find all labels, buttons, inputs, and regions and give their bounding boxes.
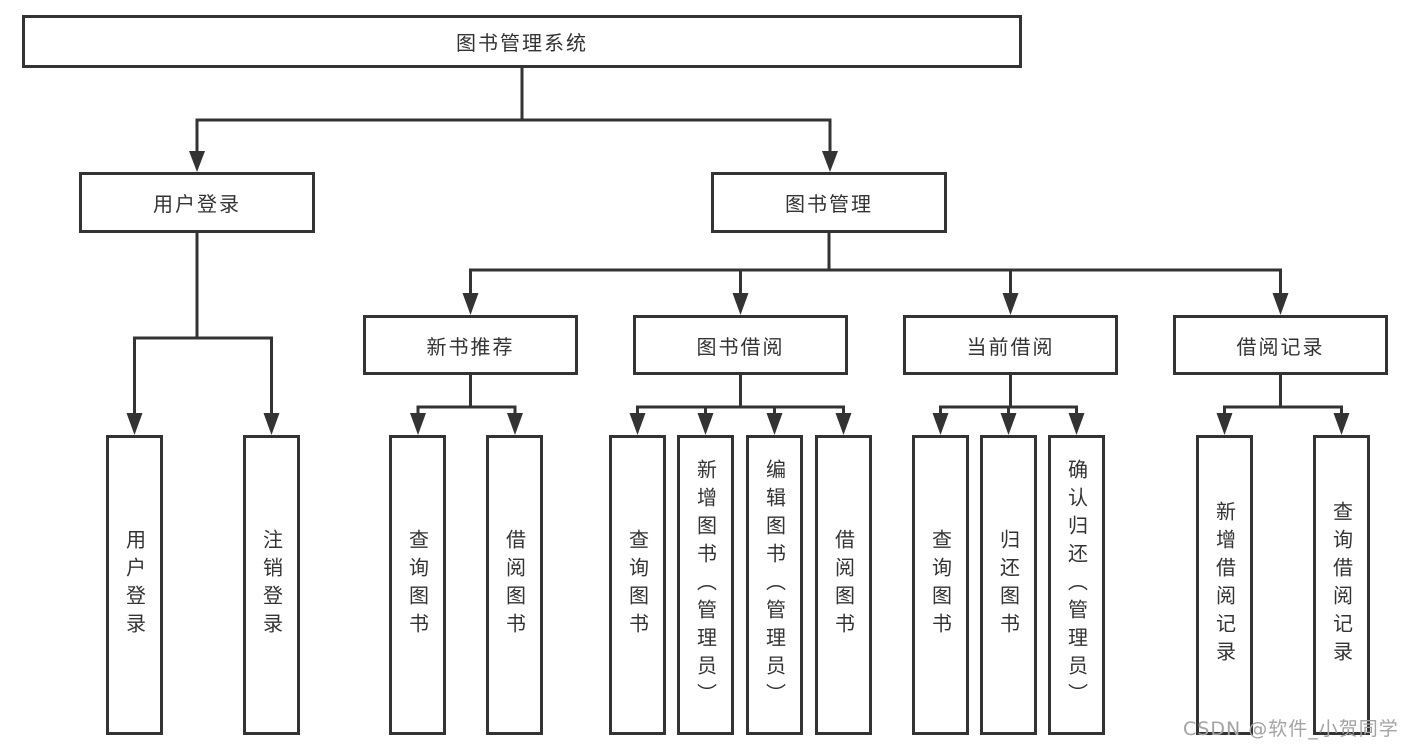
leaf-user-login: 用户登录	[106, 435, 163, 735]
leaf-query-books-recommend: 查询图书	[389, 435, 446, 735]
node-label: 新增借阅记录	[1212, 501, 1237, 669]
node-borrowing-records: 借阅记录	[1173, 315, 1388, 375]
node-label: 编辑图书（管理员）	[762, 459, 787, 711]
node-label: 当前借阅	[966, 334, 1055, 359]
node-label: 图书管理	[785, 192, 873, 216]
node-new-book-recommend: 新书推荐	[363, 315, 578, 375]
node-book-management: 图书管理	[711, 172, 947, 233]
node-label: 查询图书	[625, 529, 650, 641]
node-label: 图书管理系统	[456, 31, 588, 55]
node-label: 用户登录	[153, 192, 241, 216]
node-label: 新增图书（管理员）	[693, 459, 718, 711]
leaf-edit-books-admin: 编辑图书（管理员）	[746, 435, 803, 735]
node-book-borrowing: 图书借阅	[633, 315, 848, 375]
leaf-add-books-admin: 新增图书（管理员）	[677, 435, 734, 735]
csdn-watermark: CSDN @软件_小贺同学	[1183, 718, 1399, 740]
leaf-return-books: 归还图书	[980, 435, 1037, 735]
leaf-add-borrow-record: 新增借阅记录	[1196, 435, 1253, 735]
node-label: 归还图书	[996, 529, 1021, 641]
leaf-borrow-books-recommend: 借阅图书	[486, 435, 543, 735]
node-label: 确认归还（管理员）	[1064, 459, 1089, 711]
node-label: 查询图书	[405, 529, 430, 641]
leaf-query-books-borrow: 查询图书	[609, 435, 666, 735]
leaf-logout: 注销登录	[243, 435, 300, 735]
leaf-query-books-current: 查询图书	[912, 435, 969, 735]
node-label: 用户登录	[122, 529, 147, 641]
leaf-borrow-books: 借阅图书	[815, 435, 872, 735]
node-label: 查询图书	[928, 529, 953, 641]
node-user-login: 用户登录	[79, 172, 315, 233]
leaf-confirm-return-admin: 确认归还（管理员）	[1048, 435, 1105, 735]
node-label: 借阅图书	[831, 529, 856, 641]
node-library-management-system: 图书管理系统	[22, 15, 1022, 68]
node-label: 借阅图书	[502, 529, 527, 641]
node-label: 查询借阅记录	[1329, 501, 1354, 669]
node-label: 注销登录	[259, 529, 284, 641]
leaf-query-borrow-record: 查询借阅记录	[1313, 435, 1370, 735]
node-label: 借阅记录	[1236, 334, 1325, 359]
node-label: 新书推荐	[426, 334, 515, 359]
node-label: 图书借阅	[696, 334, 785, 359]
node-current-borrowing: 当前借阅	[903, 315, 1118, 375]
